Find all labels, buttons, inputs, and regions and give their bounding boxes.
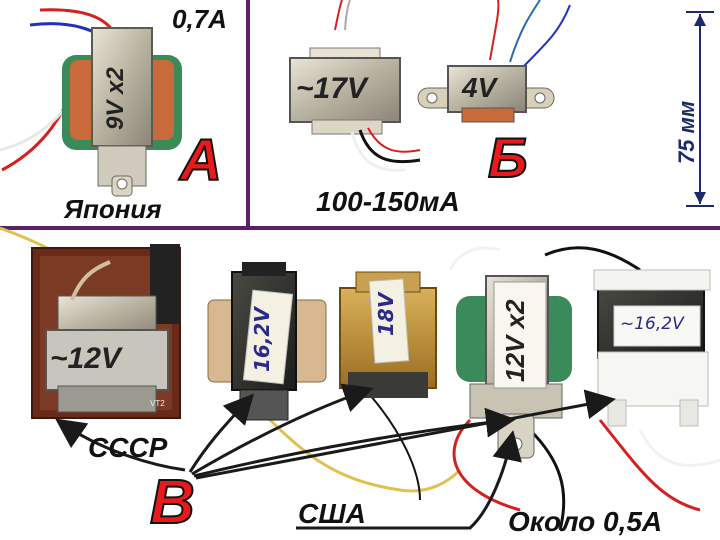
pointer-arrows [55, 383, 616, 530]
horizontal-divider [0, 226, 720, 230]
transformer-b-left [289, 0, 421, 172]
transformer-a-voltage-label: 9V x2 [102, 67, 129, 130]
origin-ussr-label: СССР [88, 432, 168, 463]
transformer-c3-amber [339, 271, 437, 398]
scale-label: 75 мм [674, 100, 699, 164]
panel-b-letter: Б [487, 126, 529, 189]
transformer-b-right-label: 4V [462, 72, 497, 103]
vertical-divider [246, 0, 250, 228]
panel-c-letter: В [149, 468, 196, 537]
transformer-c2-dark [207, 262, 327, 421]
transformer-c1-voltage-label: ~12V [50, 342, 121, 375]
transformer-c2-hand-label: 16,2V [250, 307, 274, 372]
transformer-c5-hand-label: ~16,2V [620, 314, 684, 334]
origin-usa-label: США [298, 498, 366, 529]
panel-b-current-range: 100-150мА [316, 186, 460, 217]
panel-a-current-label: 0,7A [172, 4, 227, 34]
transformer-c4-voltage-label: 12V x2 [500, 299, 530, 382]
pcb-mark: VT2 [150, 399, 165, 408]
transformer-b-left-label: ~17V [296, 72, 367, 105]
transformer-c3-hand-label: 18V [374, 292, 398, 336]
transformer-b-right [417, 0, 571, 123]
panel-a-origin-label: Япония [64, 194, 162, 224]
transformer-c5-white [593, 269, 711, 427]
transformer-a [0, 8, 182, 197]
scale-arrow [686, 11, 714, 207]
current-note-label: Около 0,5А [508, 506, 663, 537]
transformer-c1-pcb [31, 244, 181, 419]
panel-a-letter: А [179, 128, 223, 193]
